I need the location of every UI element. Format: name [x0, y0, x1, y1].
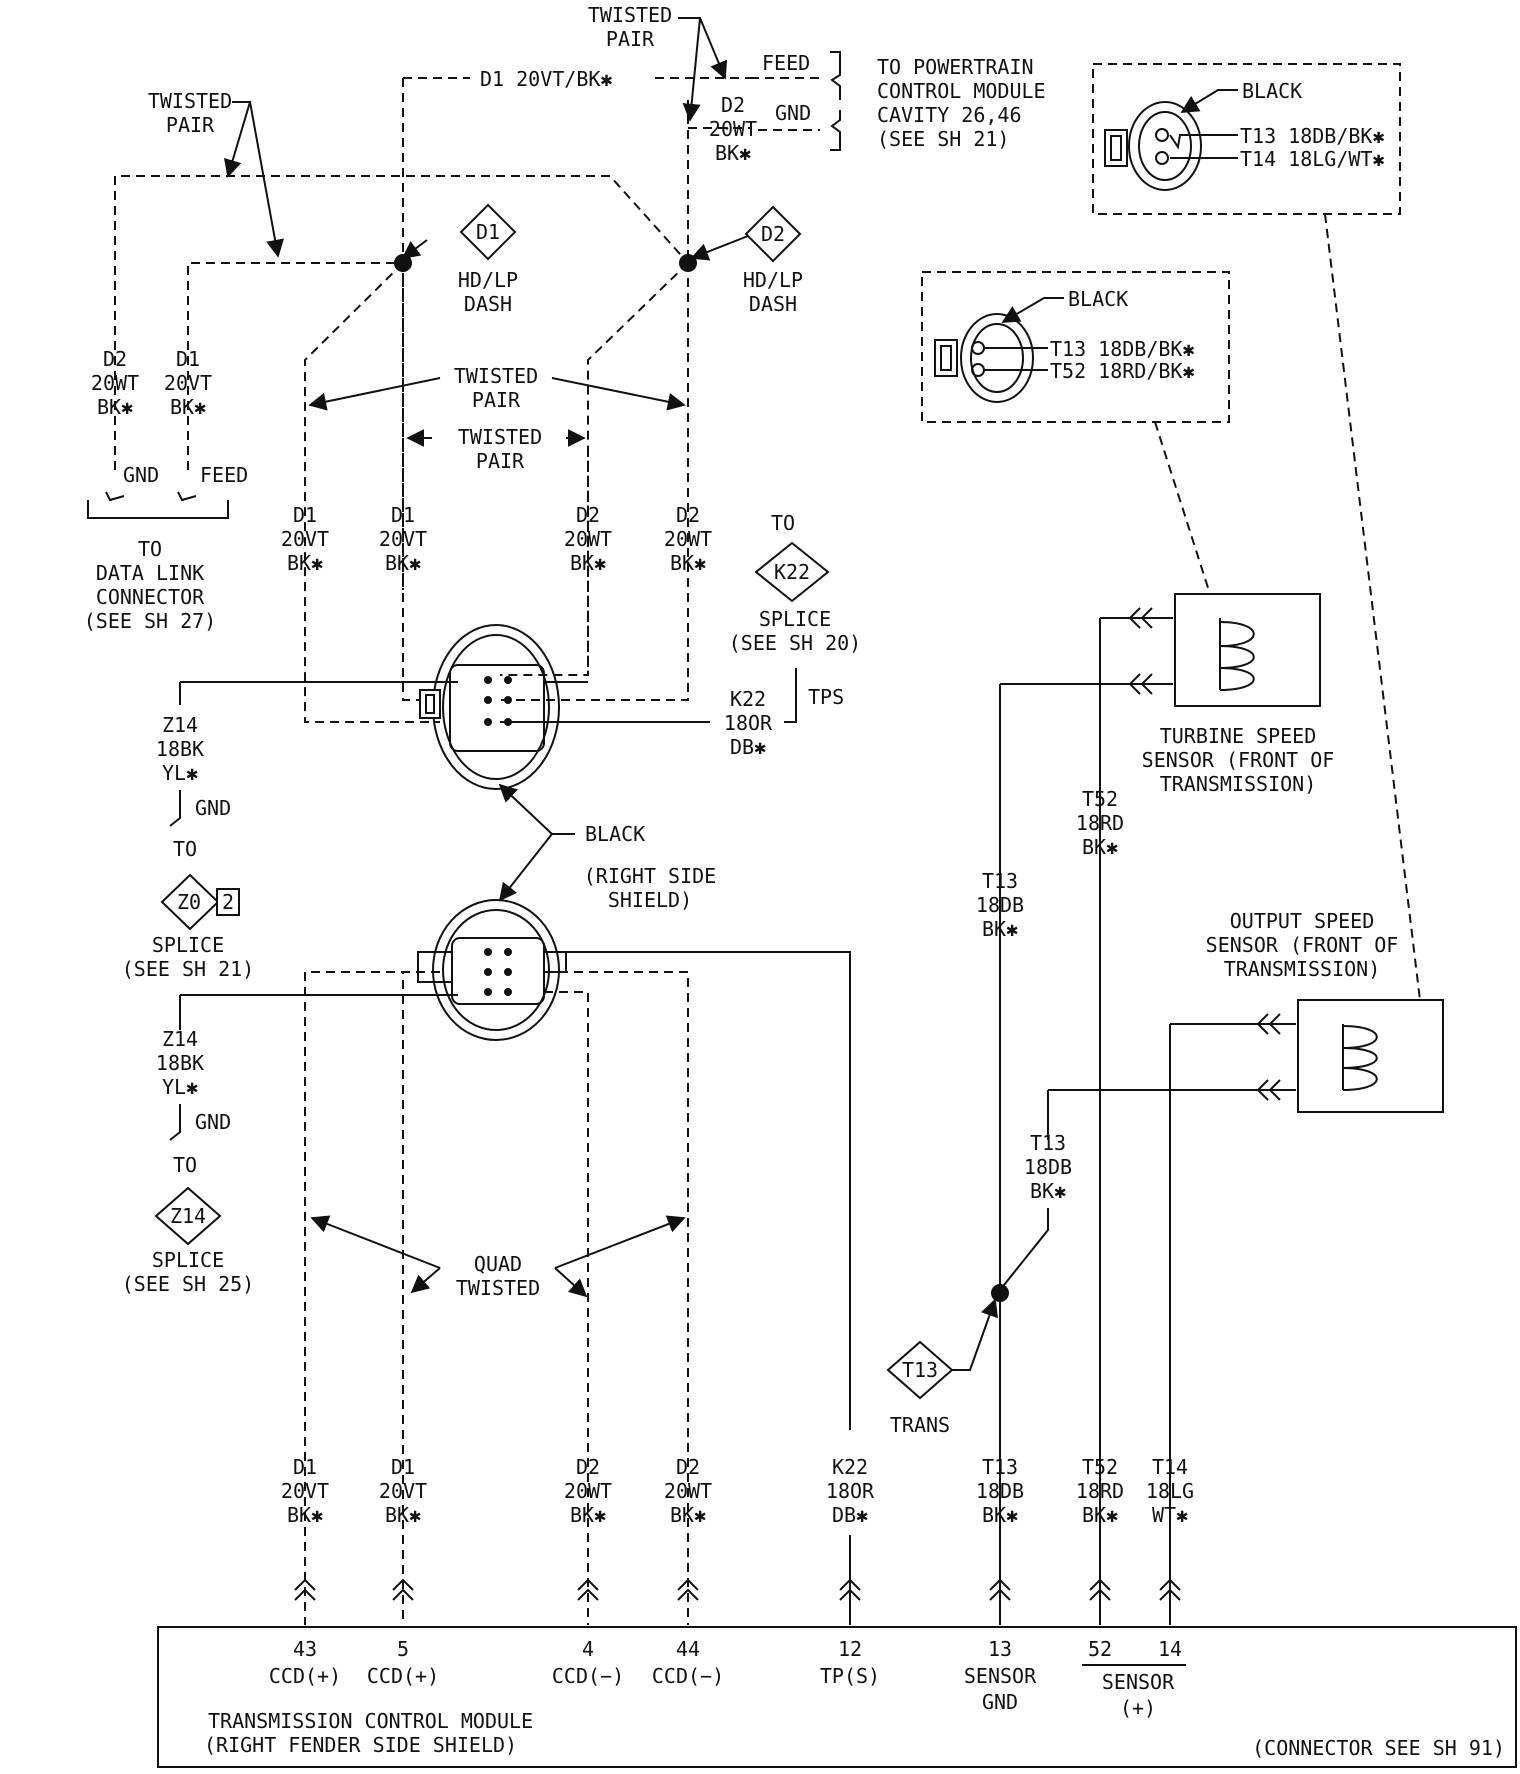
connector-t13-t14-icon [1104, 101, 1202, 191]
svg-text:Z0: Z0 [177, 890, 201, 914]
svg-text:2: 2 [222, 890, 234, 914]
k22-splice-label: SPLICE(SEE SH 20) [729, 607, 861, 655]
conn1-pins-label: T13 18DB/BK✱T14 18LG/WT✱ [1240, 124, 1385, 171]
turbine-speed-sensor [1174, 593, 1321, 707]
svg-text:T13: T13 [902, 1358, 938, 1382]
tcm-title: TRANSMISSION CONTROL MODULE(RIGHT FENDER… [204, 1709, 533, 1757]
connector-ref-label: (CONNECTOR SEE SH 91) [1252, 1736, 1505, 1760]
dlc-gnd-label: GND [123, 463, 159, 487]
pin-44-num: 44 [676, 1637, 700, 1661]
pin-5-name: CCD(+) [367, 1664, 439, 1688]
upper-connector [419, 624, 560, 790]
svg-text:K22: K22 [774, 560, 810, 584]
k22-to-label: TO [771, 511, 795, 535]
splice-25-label: SPLICE(SEE SH 25) [122, 1248, 254, 1296]
splice-z02-tag: Z0 2 [160, 873, 240, 931]
svg-text:Z14: Z14 [170, 1204, 206, 1228]
z14-to-label-2: TO [173, 1153, 197, 1177]
splice-t13-tag: T13 [886, 1340, 954, 1400]
splice-k22-tag: K22 [754, 541, 830, 603]
pin-4-num: 4 [582, 1637, 594, 1661]
sensor-plus-label: SENSOR(+) [1102, 1670, 1175, 1720]
connector-box-t13-t14 [1092, 63, 1401, 215]
splice-21-label: SPLICE(SEE SH 21) [122, 933, 254, 981]
pin-52-num: 52 [1088, 1637, 1112, 1661]
pin-43-num: 43 [293, 1637, 317, 1661]
black-label-conn2: BLACK [1068, 287, 1128, 311]
splice-t13-dot [991, 1284, 1009, 1302]
splice-z14-tag: Z14 [154, 1186, 222, 1246]
dlc-feed-label: FEED [200, 463, 248, 487]
gnd-label-top: GND [775, 101, 811, 125]
pin-13-num: 13 [988, 1637, 1012, 1661]
lower-connector [417, 899, 567, 1041]
pin-44-name: CCD(−) [652, 1664, 724, 1688]
z14-gnd-label-1: GND [195, 796, 231, 820]
pin-14-num: 14 [1158, 1637, 1182, 1661]
pin-5-num: 5 [397, 1637, 409, 1661]
wire-d1-top-label: D1 20VT/BK✱ [480, 67, 612, 91]
trans-label: TRANS [890, 1413, 950, 1437]
z14-gnd-label-2: GND [195, 1110, 231, 1134]
conn2-pins-label: T13 18DB/BK✱T52 18RD/BK✱ [1050, 337, 1195, 383]
black-label-conn1: BLACK [1242, 79, 1302, 103]
svg-text:D1: D1 [476, 220, 500, 244]
tps-label: TPS [808, 685, 844, 709]
connector-t13-t52-icon [934, 313, 1034, 403]
svg-text:D2: D2 [761, 222, 785, 246]
pin-12-name: TP(S) [820, 1664, 880, 1688]
terminal-chevrons [294, 1578, 1181, 1601]
splice-d2-tag: D2 [744, 205, 802, 263]
transmission-control-module [157, 1626, 1517, 1768]
pin-43-name: CCD(+) [269, 1664, 341, 1688]
connector-box-t13-t52 [921, 271, 1230, 423]
splice-d1-tag: D1 [459, 203, 517, 261]
feed-label-top: FEED [762, 51, 810, 75]
black-label-connector: BLACK [585, 822, 645, 846]
pin-12-num: 12 [838, 1637, 862, 1661]
output-speed-sensor [1297, 999, 1444, 1113]
pin-4-name: CCD(−) [552, 1664, 624, 1688]
z14-to-label-1: TO [173, 837, 197, 861]
